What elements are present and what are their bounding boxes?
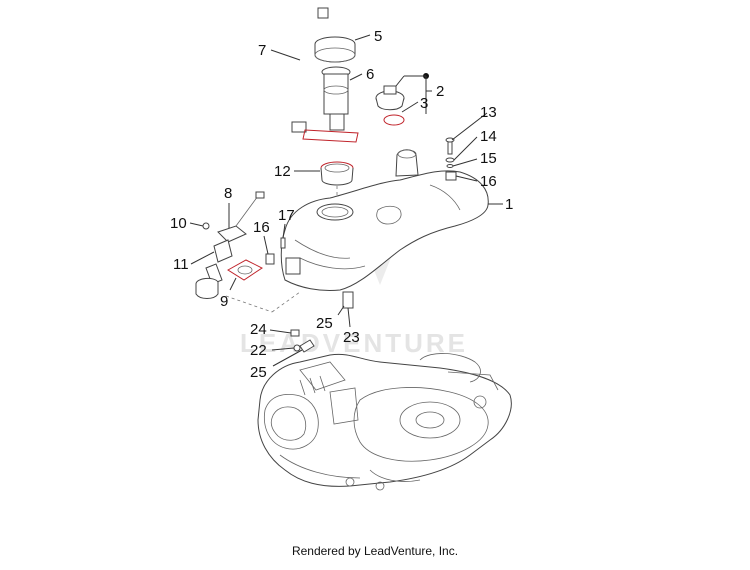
- callout-25-upper: 25: [316, 315, 333, 332]
- callout-16-left: 16: [253, 219, 270, 236]
- engine-assembly: [257, 353, 512, 491]
- clip-left: [265, 253, 275, 265]
- callout-15: 15: [480, 150, 497, 167]
- filler-cap: [375, 85, 405, 111]
- callout-10: 10: [170, 215, 187, 232]
- leader-lines: [189, 34, 503, 367]
- callout-9: 9: [220, 293, 228, 310]
- callout-24: 24: [250, 321, 267, 338]
- callout-12: 12: [274, 163, 291, 180]
- fitting-25: [299, 339, 315, 353]
- fitting-22: [293, 344, 301, 352]
- callout-1: 1: [505, 196, 513, 213]
- callout-14: 14: [480, 128, 497, 145]
- sender-screw: [202, 222, 210, 230]
- fuel-pump: [302, 66, 359, 143]
- watermark-text: LEADVENTURE: [240, 328, 468, 358]
- callout-6: 6: [366, 66, 374, 83]
- fuel-hose: [264, 7, 329, 133]
- tank-gasket: [320, 161, 354, 186]
- callout-22: 22: [250, 342, 267, 359]
- callout-16-right: 16: [480, 173, 497, 190]
- callout-labels: 1 2 3 5 6 7 8 9 10 11 12 13 14 15 16 16 …: [170, 28, 513, 381]
- fitting-23: [342, 291, 354, 309]
- bolt-washer-2: [446, 164, 454, 168]
- fuel-tank: [280, 149, 489, 291]
- callout-25-lower: 25: [250, 364, 267, 381]
- spring-clip: [280, 237, 286, 249]
- bolt-washer: [445, 157, 455, 163]
- sender-gasket: [227, 259, 263, 281]
- callout-23: 23: [343, 329, 360, 346]
- tank-bolt: [445, 137, 455, 155]
- tank-clip-right: [445, 171, 457, 181]
- callout-7: 7: [258, 42, 266, 59]
- callout-8: 8: [224, 185, 232, 202]
- fitting-24: [290, 329, 300, 337]
- footer-credit: Rendered by LeadVenture, Inc.: [291, 544, 459, 558]
- cap-seal: [383, 114, 405, 126]
- callout-17: 17: [278, 207, 295, 224]
- callout-2: 2: [436, 83, 444, 100]
- callout-13: 13: [480, 104, 497, 121]
- ring-nut: [314, 36, 356, 63]
- callout-5: 5: [374, 28, 382, 45]
- assembly-guides: [225, 186, 338, 313]
- level-sender: [195, 191, 265, 299]
- callout-11: 11: [173, 256, 189, 273]
- callout-3: 3: [420, 95, 428, 112]
